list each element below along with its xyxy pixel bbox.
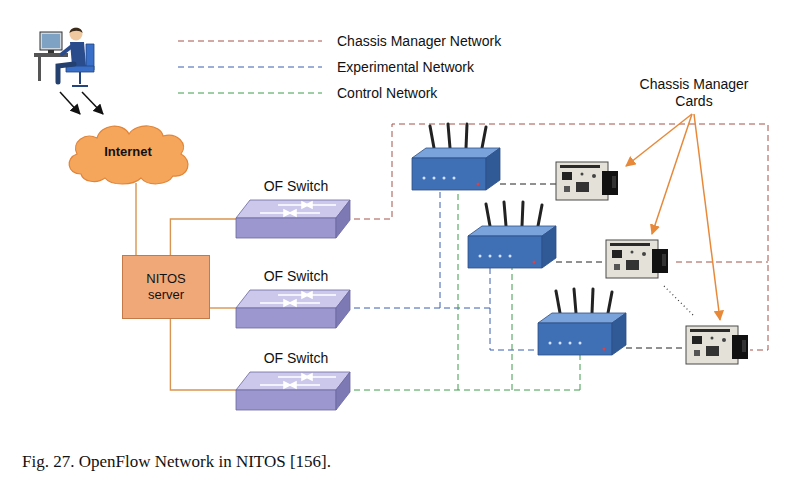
switch-side [336,290,350,328]
switch-side [336,200,350,238]
connector [135,183,136,255]
access-arrow [60,92,80,114]
chair-base [72,72,88,86]
wireless-node [412,124,500,190]
chassis-manager-card [556,162,618,200]
monitor [40,32,62,50]
figure-caption: Fig. 27. OpenFlow Network in NITOS [156]… [22,452,331,472]
switch-arrow [278,292,308,298]
experimental-network-wire [440,190,441,308]
experimental-network-wire [354,308,490,309]
control-network-wire [354,390,580,391]
chassis-manager-card [686,326,748,364]
switch-arrow [260,300,290,306]
switch-icon [236,198,352,240]
switch-arrow [260,382,290,388]
router-card-wire [500,184,556,185]
switch-top [236,372,350,390]
node-label: NITOS server [123,271,209,302]
person-arm [62,46,72,54]
legend-label: Control Network [337,84,437,102]
chassis-manager-card [606,240,668,278]
callout-label: Chassis Manager Cards [630,76,758,110]
openflow-switch: OF Switch [236,350,356,412]
wireless-node [538,289,626,355]
switch-arrow [290,382,320,388]
connector [170,219,236,255]
user-icon [34,28,94,87]
desk-leg [38,57,41,81]
wireless-node [468,202,556,268]
router-card-wire [556,262,606,263]
openflow-switch: OF Switch [236,178,356,240]
switch-label: OF Switch [236,178,356,195]
monitor-stand [48,50,54,53]
control-network-wire [512,268,513,390]
switch-arrow [306,374,336,380]
node-label: Internet [100,144,156,160]
switch-label: OF Switch [236,350,356,367]
legend-line [178,67,322,68]
switch-front [236,390,336,410]
switch-arrow [306,202,336,208]
switch-icon [236,288,352,330]
legend-label: Experimental Network [337,58,474,76]
connector [210,307,236,308]
switch-top [236,290,350,308]
leader-arrow [652,114,692,234]
openflow-switch: OF Switch [236,268,356,330]
switch-front [236,218,336,238]
legend-line [178,93,322,94]
leader-arrow [694,114,720,320]
experimental-network-wire [490,268,538,350]
switch-arrow [278,202,308,208]
router-card-wire [626,348,682,349]
switch-front [236,308,336,328]
leader-arrow [626,114,692,166]
switch-side [336,372,350,410]
legend-label: Chassis Manager Network [337,32,501,50]
person-legs [58,64,74,82]
person-head [70,28,83,41]
switch-arrow [306,292,336,298]
access-arrow [82,92,103,114]
switch-arrow [278,374,308,380]
switch-top [236,200,350,218]
control-network-wire [458,190,459,390]
legend-line [178,41,322,42]
monitor-screen [42,34,60,48]
switch-icon [236,370,352,412]
switch-label: OF Switch [236,268,356,285]
person-hair [70,28,83,33]
cloud-shape [69,126,188,184]
control-network-wire [580,355,581,390]
server-box: NITOS server [122,255,210,319]
internet-cloud: Internet [63,118,193,186]
continuation-dots [664,286,694,316]
connector [170,319,236,390]
switch-arrow [290,300,320,306]
switch-arrow [260,210,290,216]
chassis-network-wire [676,262,768,263]
switch-arrow [290,210,320,216]
